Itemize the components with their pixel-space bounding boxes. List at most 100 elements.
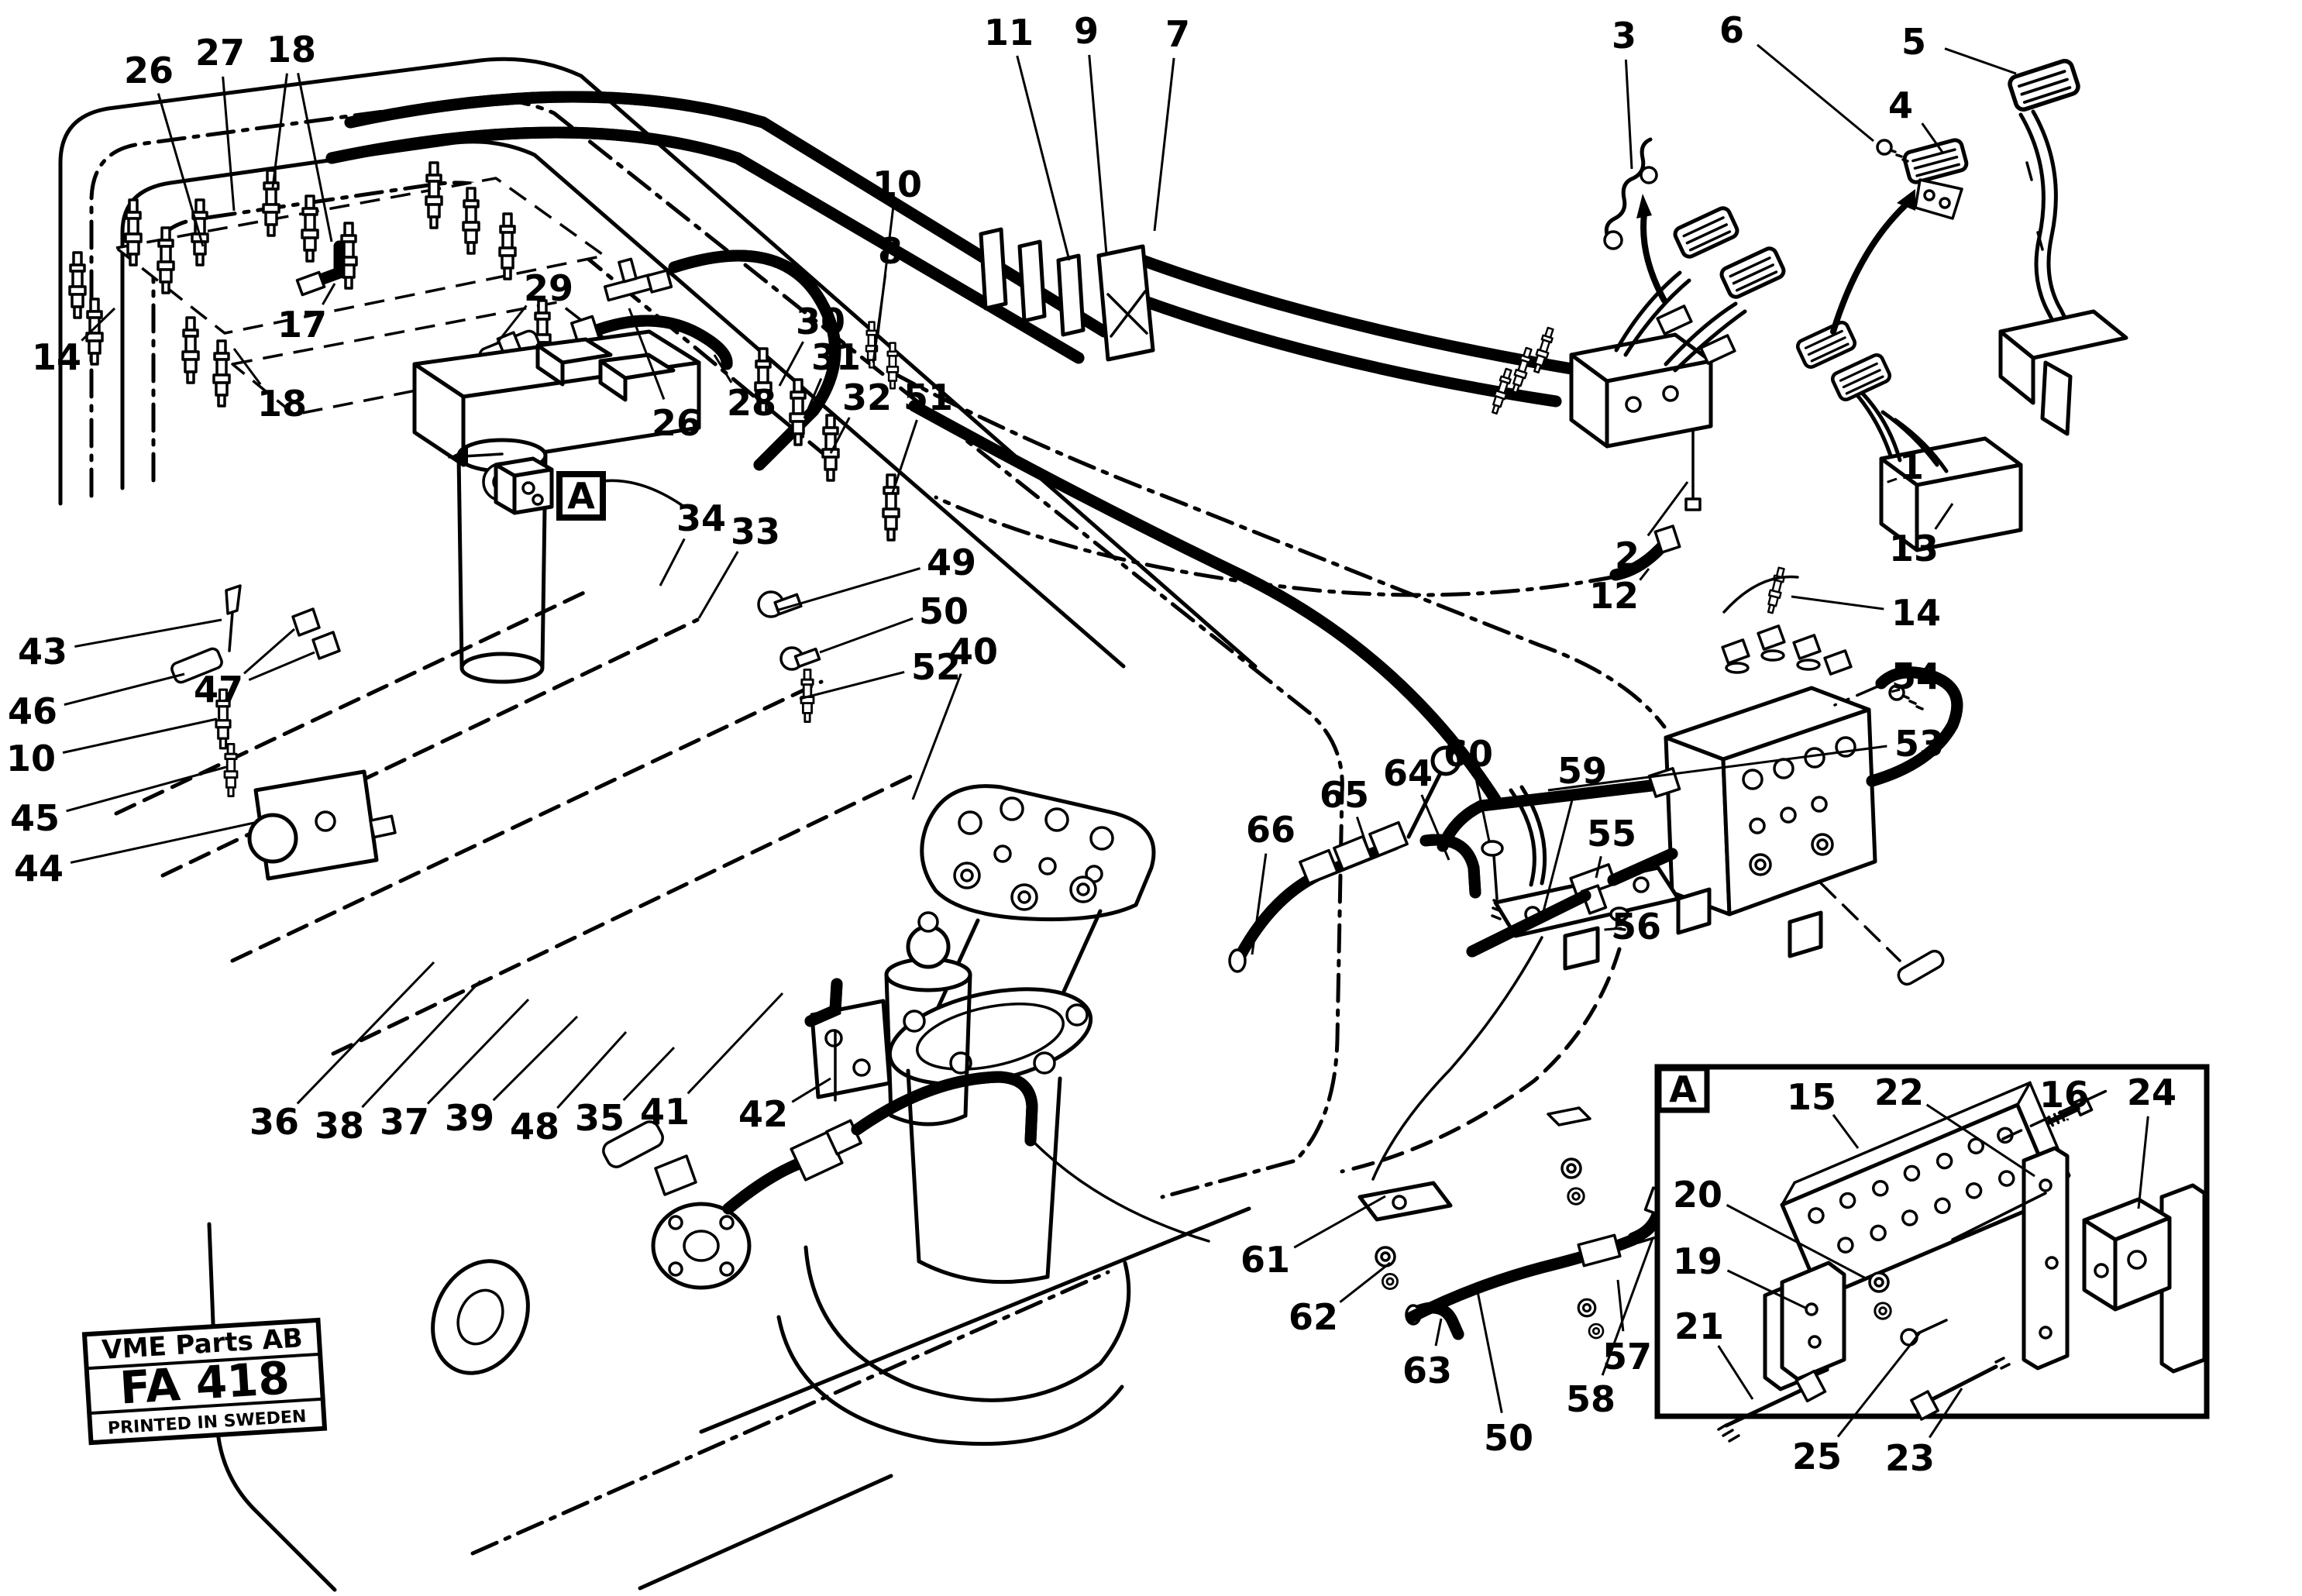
leader-line-18 (297, 73, 333, 242)
callout-55: 55 (1587, 813, 1636, 855)
reference-marker-inset: A (1656, 1065, 1710, 1113)
slab-stack-11 (979, 227, 1155, 362)
callout-16: 16 (2039, 1074, 2089, 1116)
callout-2: 2 (1615, 535, 1640, 576)
pedal-detail-group (1603, 59, 2128, 436)
callout-42: 42 (738, 1093, 788, 1135)
leader-line-21 (1717, 1345, 1754, 1400)
drain-plate-group (1357, 1181, 1671, 1340)
install-arrow-right (1830, 189, 1915, 335)
callout-20: 20 (1673, 1174, 1722, 1216)
leader-line-51 (891, 419, 918, 494)
reference-marker-inset-letter: A (1669, 1068, 1697, 1110)
leader-line-58 (1601, 1237, 1654, 1376)
callout-23: 23 (1885, 1437, 1935, 1479)
callout-45: 45 (10, 797, 60, 839)
callout-50: 50 (1484, 1417, 1533, 1459)
callout-7: 7 (1165, 13, 1190, 55)
reference-marker-main-letter: A (567, 475, 595, 517)
elbow-fitting-42 (804, 978, 843, 1102)
leader-line-37 (426, 998, 530, 1105)
callout-44: 44 (14, 848, 64, 889)
callout-41: 41 (640, 1091, 690, 1133)
leader-line-14 (1791, 595, 1884, 611)
leader-line-45 (66, 765, 227, 813)
callout-18: 18 (257, 383, 307, 425)
callout-14: 14 (32, 336, 81, 378)
leader-line-64 (1420, 794, 1450, 861)
elbow-fitting-17 (295, 240, 346, 297)
callout-30: 30 (796, 301, 845, 342)
callout-17: 17 (277, 304, 327, 346)
reference-marker-main: A (556, 471, 606, 521)
leader-line-3 (1624, 59, 1633, 170)
screw-54 (1888, 684, 1924, 710)
inset-manifold-block (1780, 1081, 2071, 1300)
leader-line-38 (361, 979, 482, 1109)
callout-48: 48 (510, 1106, 559, 1147)
callout-32: 32 (842, 377, 892, 418)
leader-line-34 (659, 538, 686, 586)
callout-1: 1 (1899, 445, 1924, 487)
callout-18: 18 (267, 29, 316, 71)
leader-line-63 (1434, 1318, 1443, 1347)
leader-line-50 (1475, 1287, 1503, 1413)
leader-line-65 (1355, 816, 1370, 851)
callout-14: 14 (1891, 592, 1941, 634)
floor-edge-lines (114, 588, 1251, 1592)
callout-38: 38 (315, 1105, 364, 1147)
callout-50: 50 (919, 590, 969, 632)
callout-26: 26 (652, 402, 701, 444)
leader-line-52 (799, 670, 905, 700)
leader-line-18 (271, 73, 288, 188)
leader-line-15 (1832, 1113, 1860, 1149)
inset-block-24 (2082, 1197, 2172, 1312)
callout-8: 8 (878, 230, 903, 272)
callout-24: 24 (2127, 1071, 2176, 1113)
leader-line-48 (556, 1030, 628, 1109)
callout-62: 62 (1289, 1296, 1338, 1338)
leader-line-46 (64, 672, 185, 706)
tee-fitting-26 (603, 257, 673, 302)
leader-line-31 (803, 377, 823, 419)
callout-40: 40 (948, 631, 998, 672)
leader-line-42 (791, 1077, 831, 1103)
leader-line-27 (222, 76, 236, 212)
leader-line-2 (1646, 481, 1689, 537)
leader-line-49 (776, 567, 920, 612)
callout-53: 53 (1894, 723, 1944, 765)
leader-line-16 (2066, 1118, 2070, 1121)
suction-hose-group (431, 978, 1210, 1375)
leader-line-23 (1929, 1388, 1963, 1439)
callout-49: 49 (927, 542, 976, 583)
direction-arrow (449, 448, 468, 466)
leader-line-9 (1088, 54, 1108, 255)
spring-3 (1603, 137, 1658, 250)
leader-line-35 (622, 1046, 676, 1102)
leader-line-47 (248, 651, 315, 682)
inset-detail-A: A (1654, 1064, 2210, 1443)
callout-36: 36 (249, 1101, 299, 1143)
leader-line-11 (1016, 55, 1071, 261)
leader-line-33 (697, 551, 739, 619)
pedal-valve-assembly-1 (1488, 206, 1786, 511)
leader-line-62 (1339, 1261, 1391, 1303)
callout-35: 35 (575, 1097, 625, 1139)
inset-bolt-23 (1910, 1357, 2011, 1421)
leader-line-7 (1153, 57, 1175, 232)
callout-65: 65 (1320, 774, 1369, 816)
callout-63: 63 (1402, 1350, 1452, 1391)
leader-line-13 (1934, 503, 1954, 530)
callout-43: 43 (18, 631, 67, 672)
left-parts-column (170, 584, 397, 881)
callout-37: 37 (380, 1101, 429, 1143)
pump-assembly (776, 784, 1156, 1446)
callout-13: 13 (1889, 528, 1939, 569)
leader-line-19 (1726, 1269, 1806, 1309)
callout-26: 26 (124, 50, 174, 91)
callout-51: 51 (903, 377, 953, 418)
label-plate: VME Parts AB FA 418 PRINTED IN SWEDEN (81, 1317, 328, 1446)
leader-line-50 (819, 617, 914, 654)
callout-4: 4 (1888, 84, 1913, 126)
